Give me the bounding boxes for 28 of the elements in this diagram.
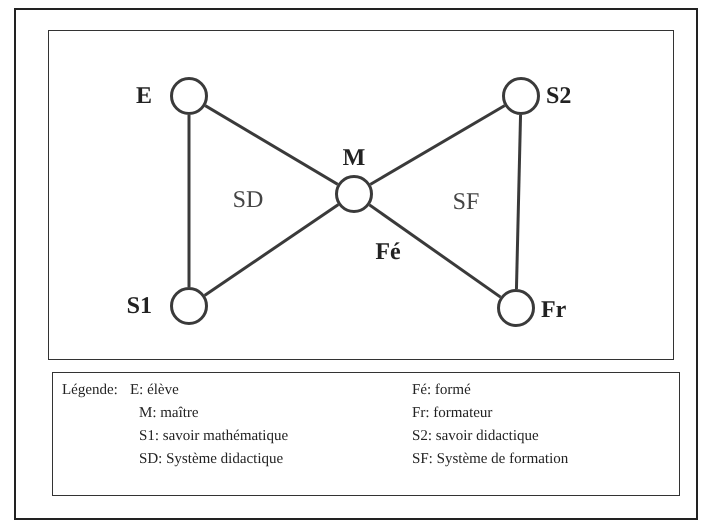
area-label: SF [452,190,480,214]
node-circle [497,289,535,327]
node-circle [170,287,208,325]
connector-line [368,204,502,298]
node-label: S2 [546,84,572,108]
node-label: Fé [375,240,401,264]
legend-entry: SF: Système de formation [412,452,568,467]
node-circle [335,175,373,213]
legend-entry: S1: savoir mathématique [139,429,288,444]
legend-heading: Légende: [62,383,118,398]
node-label: E [136,84,152,108]
connector-line [188,115,190,287]
legend-entry: Fr: formateur [412,406,492,421]
node-circle [502,77,540,115]
legend-entry: E: élève [130,383,179,398]
node-label: S1 [126,294,152,318]
legend-entry: SD: Système didactique [139,452,284,467]
legend-entry: Fé: formé [412,383,471,398]
legend-entry: S2: savoir didactique [412,429,539,444]
legend-entry: M: maître [139,406,199,421]
area-label: SD [232,188,264,212]
connector-line [204,104,338,186]
node-label: M [342,146,366,170]
node-circle [170,77,208,115]
node-label: Fr [541,298,566,322]
connector-line [514,114,522,290]
connector-line [204,203,340,297]
connector-line [370,104,506,186]
